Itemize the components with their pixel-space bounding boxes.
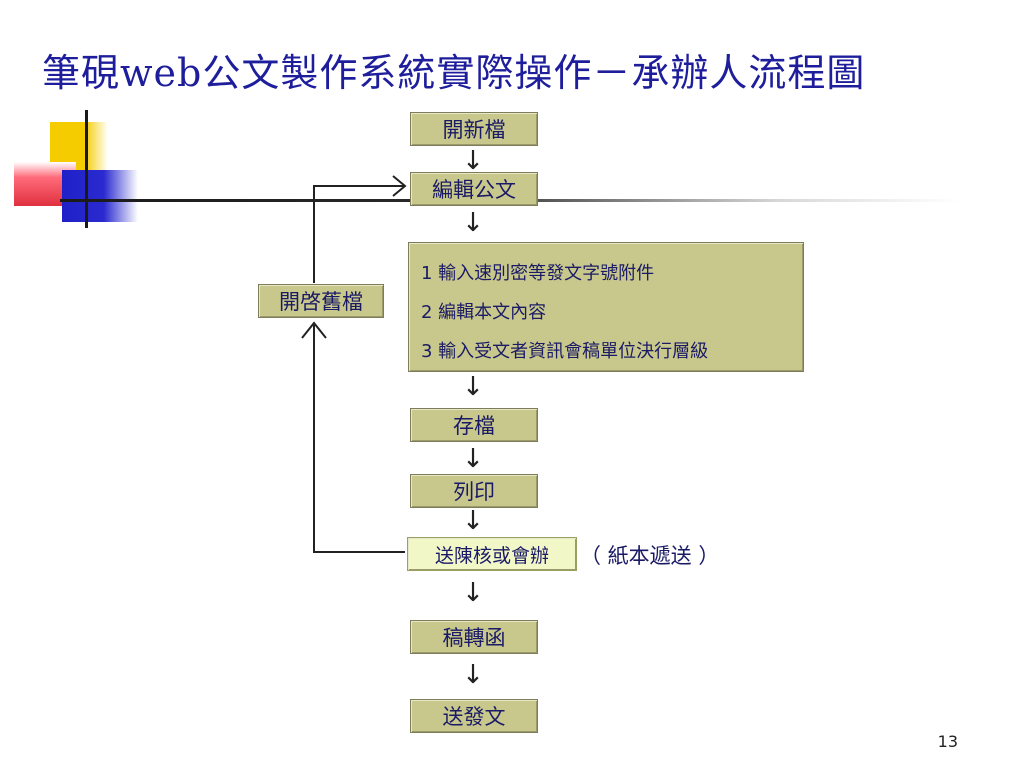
open-new-file-box: 開新檔 bbox=[410, 112, 538, 146]
paper-delivery-note: （ 紙本遞送 ） bbox=[580, 544, 720, 568]
print-box: 列印 bbox=[410, 474, 538, 508]
step-item: 3 輸入受文者資訊會稿單位決行層級 bbox=[421, 341, 709, 362]
send-out-box: 送發文 bbox=[410, 699, 538, 733]
vertical-line-decoration bbox=[85, 110, 88, 228]
slide-title: 筆硯web公文製作系統實際操作－承辦人流程圖 bbox=[42, 51, 866, 95]
edit-document-box: 編輯公文 bbox=[410, 172, 538, 206]
down-arrow-icon: ↓ bbox=[462, 660, 484, 690]
submit-for-review-box: 送陳核或會辦 bbox=[407, 537, 577, 571]
down-arrow-icon: ↓ bbox=[462, 444, 484, 474]
step-item: 2 編輯本文內容 bbox=[421, 302, 547, 323]
blue-square-decoration bbox=[62, 170, 138, 222]
down-arrow-icon: ↓ bbox=[462, 208, 484, 238]
down-arrow-icon: ↓ bbox=[462, 146, 484, 176]
input-steps-box: 1 輸入速別密等發文字號附件 2 編輯本文內容 3 輸入受文者資訊會稿單位決行層… bbox=[408, 242, 804, 372]
down-arrow-icon: ↓ bbox=[462, 578, 484, 608]
save-box: 存檔 bbox=[410, 408, 538, 442]
page-number: 13 bbox=[937, 732, 958, 751]
open-old-file-box: 開啓舊檔 bbox=[258, 284, 384, 318]
down-arrow-icon: ↓ bbox=[462, 372, 484, 402]
step-item: 1 輸入速別密等發文字號附件 bbox=[421, 263, 655, 284]
down-arrow-icon: ↓ bbox=[462, 506, 484, 536]
draft-to-letter-box: 稿轉函 bbox=[410, 620, 538, 654]
